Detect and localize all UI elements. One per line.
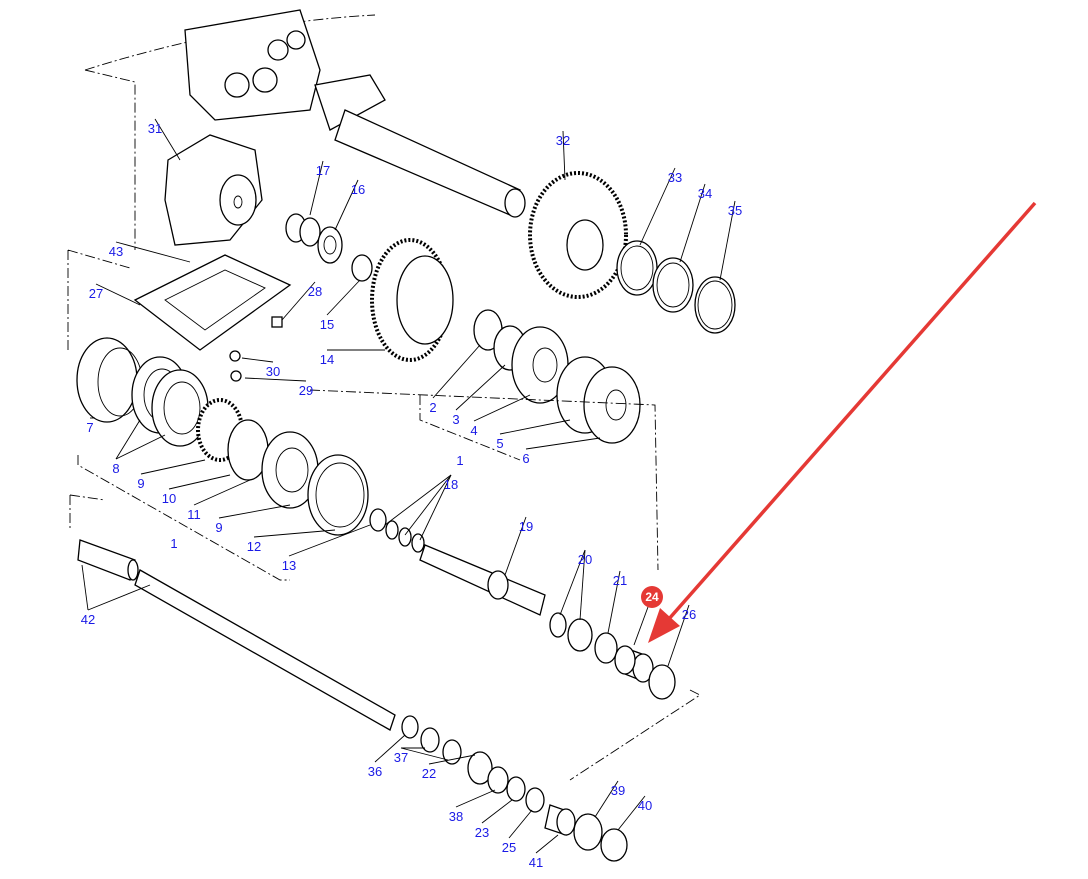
part-label-11[interactable]: 11 <box>187 507 201 522</box>
part-label-12[interactable]: 12 <box>247 539 261 554</box>
part-label-22[interactable]: 22 <box>422 766 436 781</box>
leader-line <box>400 747 449 761</box>
leader-line <box>115 419 141 460</box>
leader-line <box>579 549 586 621</box>
part-label-30[interactable]: 30 <box>266 364 280 379</box>
leader-line <box>140 459 206 475</box>
part-label-37[interactable]: 37 <box>394 750 408 765</box>
part-label-8[interactable]: 8 <box>112 461 119 476</box>
part-label-38[interactable]: 38 <box>449 809 463 824</box>
housing <box>84 9 376 250</box>
leader-line <box>218 504 291 519</box>
part-label-41[interactable]: 41 <box>529 855 543 870</box>
leader-line <box>607 570 621 634</box>
part-label-27[interactable]: 27 <box>89 286 103 301</box>
part-label-33[interactable]: 33 <box>668 170 682 185</box>
part-label-21[interactable]: 21 <box>613 573 627 588</box>
part-label-18[interactable]: 18 <box>444 477 458 492</box>
leader-line <box>639 167 676 246</box>
leader-line <box>253 529 336 538</box>
leader-line <box>81 564 89 611</box>
leader-line <box>244 377 307 382</box>
leader-line <box>432 344 481 399</box>
part-24-label: 24 <box>645 590 659 604</box>
part-label-35[interactable]: 35 <box>728 203 742 218</box>
part-label-25[interactable]: 25 <box>502 840 516 855</box>
part-label-36[interactable]: 36 <box>368 764 382 779</box>
part-label-32[interactable]: 32 <box>556 133 570 148</box>
leader-line <box>559 549 586 616</box>
part-label-10[interactable]: 10 <box>162 491 176 506</box>
leader-line <box>525 437 601 450</box>
part-label-1[interactable]: 1 <box>456 453 463 468</box>
leader-line <box>334 179 359 231</box>
part-label-23[interactable]: 23 <box>475 825 489 840</box>
part-label-17[interactable]: 17 <box>316 163 330 178</box>
part-31-cover <box>164 134 263 246</box>
part-label-7[interactable]: 7 <box>86 420 93 435</box>
part-label-4[interactable]: 4 <box>470 423 477 438</box>
part-label-9[interactable]: 9 <box>137 476 144 491</box>
leader-line <box>508 809 533 839</box>
leader-line <box>499 419 571 435</box>
part-label-15[interactable]: 15 <box>320 317 334 332</box>
part-label-28[interactable]: 28 <box>308 284 322 299</box>
leader-line <box>481 799 513 824</box>
part-label-39[interactable]: 39 <box>611 783 625 798</box>
leader-line <box>374 734 406 763</box>
part-label-6[interactable]: 6 <box>522 451 529 466</box>
leader-line <box>115 241 191 263</box>
part-label-13[interactable]: 13 <box>282 558 296 573</box>
part-label-42[interactable]: 42 <box>81 612 95 627</box>
part-label-29[interactable]: 29 <box>299 383 313 398</box>
part-label-40[interactable]: 40 <box>638 798 652 813</box>
leader-line <box>535 834 559 854</box>
part-label-5[interactable]: 5 <box>496 436 503 451</box>
part-label-20[interactable]: 20 <box>578 552 592 567</box>
part-label-3[interactable]: 3 <box>452 412 459 427</box>
leader-line <box>667 604 690 667</box>
part-label-16[interactable]: 16 <box>351 182 365 197</box>
leader-line <box>679 183 706 263</box>
leader-line <box>455 789 496 808</box>
part-label-34[interactable]: 34 <box>698 186 712 201</box>
leader-line <box>419 474 452 541</box>
leader-line <box>455 364 506 411</box>
highlight-arrow <box>648 201 1037 643</box>
part-label-43[interactable]: 43 <box>109 244 123 259</box>
part-label-31[interactable]: 31 <box>148 121 162 136</box>
leader-line <box>281 281 316 321</box>
leader-line <box>95 283 141 306</box>
leader-line <box>617 795 646 831</box>
leader-line <box>504 516 527 576</box>
leader-line <box>115 434 166 460</box>
leader-line <box>154 118 181 161</box>
leader-line <box>473 394 531 422</box>
part-label-19[interactable]: 19 <box>519 519 533 534</box>
part-27-plate <box>133 254 292 382</box>
leader-line <box>404 474 452 536</box>
leader-line <box>719 200 736 281</box>
leader-line <box>562 130 566 181</box>
leader-line <box>594 780 619 818</box>
leader-line <box>193 479 251 506</box>
leader-line <box>87 584 151 611</box>
leader-line <box>326 279 361 316</box>
leader-line <box>288 524 371 557</box>
part-label-2[interactable]: 2 <box>429 400 436 415</box>
leader-line <box>428 754 476 765</box>
part-label-14[interactable]: 14 <box>320 352 334 367</box>
part-label-9[interactable]: 9 <box>215 520 222 535</box>
bevel-shaft <box>314 74 526 218</box>
leader-line <box>384 474 452 526</box>
leader-line <box>241 357 274 363</box>
part-label-26[interactable]: 26 <box>682 607 696 622</box>
part-label-1[interactable]: 1 <box>170 536 177 551</box>
part-24-badge[interactable]: 24 <box>641 586 663 608</box>
leader-line <box>309 160 324 216</box>
leader-line <box>168 474 231 490</box>
